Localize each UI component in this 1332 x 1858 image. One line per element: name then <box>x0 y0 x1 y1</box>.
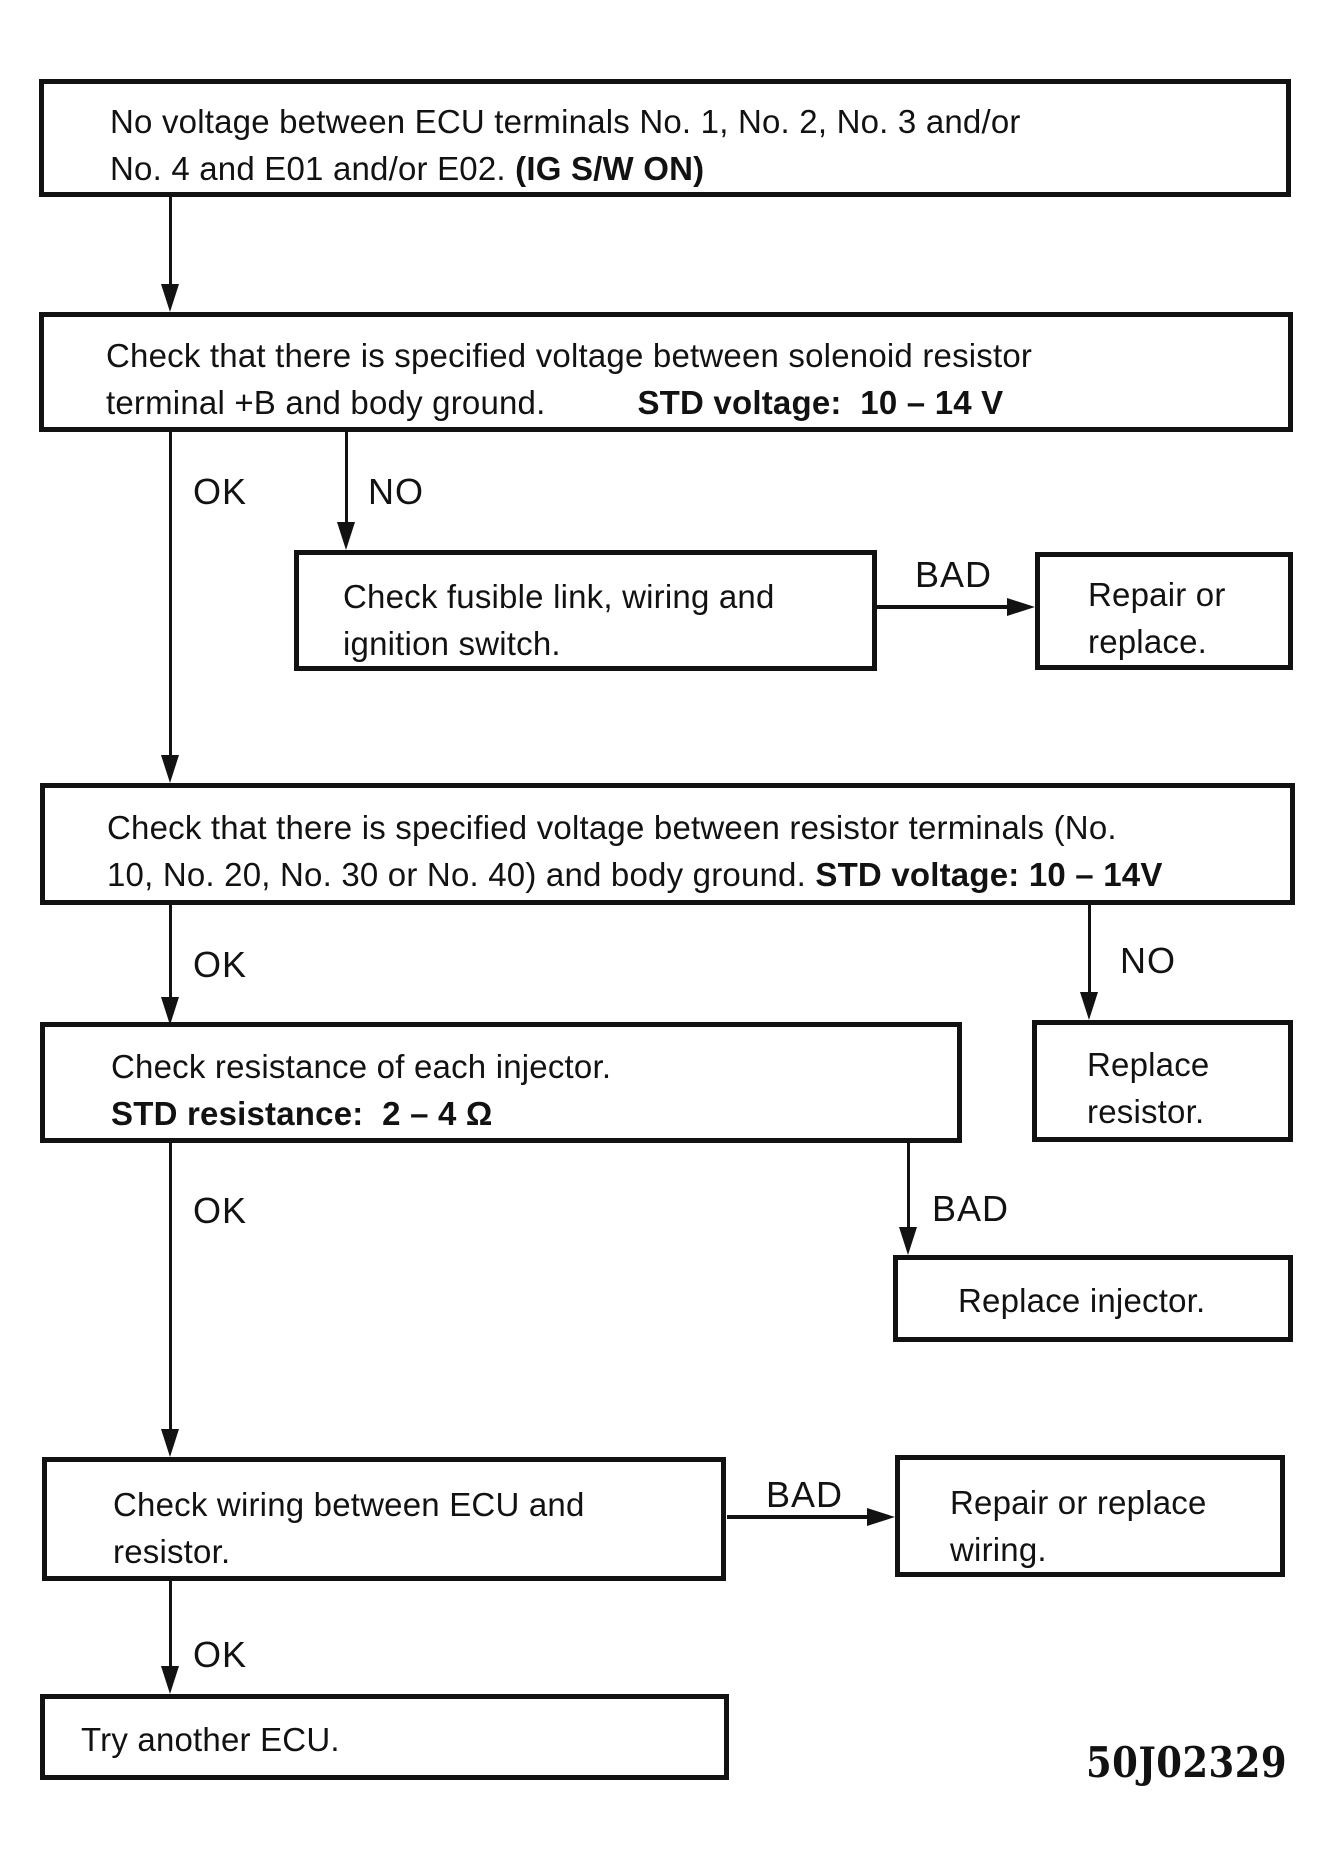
arrowhead-fusible-repair <box>1007 598 1035 616</box>
std-resistance-spec: STD resistance: 2 – 4 Ω <box>111 1095 493 1132</box>
box-text-line: Replace <box>1087 1046 1210 1083</box>
box-text-line: 10, No. 20, No. 30 or No. 40) and body g… <box>107 851 1276 898</box>
box-text-line: No voltage between ECU terminals No. 1, … <box>110 103 1021 140</box>
box-text-line: Check fusible link, wiring and <box>343 578 775 615</box>
box-text-bold-segment: (IG S/W ON) <box>515 150 705 187</box>
arrowhead-wiring-repair <box>867 1508 895 1526</box>
arrowhead-b-c <box>161 755 179 783</box>
connector-c-injector-ok <box>169 905 172 999</box>
branch-label-bad-1: BAD <box>915 554 993 595</box>
branch-label-ok-3: OK <box>193 1190 248 1231</box>
arrowhead-g-ecu <box>161 1666 179 1694</box>
box-text-line: Check that there is specified voltage be… <box>107 809 1117 846</box>
box-text-line: terminal +B and body ground. STD voltage:… <box>106 379 1268 426</box>
flow-box-replace-injector: Replace injector. <box>893 1255 1293 1342</box>
branch-label-bad-2: BAD <box>932 1188 1010 1229</box>
box-text-line: Check that there is specified voltage be… <box>106 337 1033 374</box>
arrowhead-a-b <box>161 284 179 312</box>
std-voltage-spec: STD voltage: 10 – 14V <box>815 856 1163 893</box>
box-text-segment: No. 4 and E01 and/or E02. <box>110 150 516 187</box>
box-text-line: Check resistance of each injector. <box>111 1048 612 1085</box>
connector-b-c-ok <box>169 432 172 757</box>
connector-c-resistor-no <box>1088 905 1091 994</box>
branch-label-no-2: NO <box>1120 940 1176 981</box>
box-text-line: No. 4 and E01 and/or E02. (IG S/W ON) <box>110 145 1262 192</box>
flow-box-repair-wiring: Repair or replace wiring. <box>895 1455 1285 1577</box>
connector-wiring-repair-bad <box>727 1515 869 1519</box>
box-text-line: wiring. <box>950 1531 1047 1568</box>
arrowhead-c-injector <box>161 997 179 1025</box>
connector-b-fusible-no <box>345 432 348 524</box>
connector-a-b <box>169 197 172 287</box>
box-text-line: Replace injector. <box>958 1282 1206 1319</box>
flow-box-try-another-ecu: Try another ECU. <box>40 1694 729 1780</box>
arrowhead-e-wiring <box>161 1429 179 1457</box>
connector-e-injector-bad <box>907 1143 910 1229</box>
box-text-line: Repair or <box>1088 576 1226 613</box>
arrowhead-c-resistor <box>1080 992 1098 1020</box>
arrowhead-e-replace-injector <box>899 1227 917 1255</box>
box-text-line: Try another ECU. <box>81 1721 340 1758</box>
box-text-line: Repair or replace <box>950 1484 1207 1521</box>
box-text-line: replace. <box>1088 623 1208 660</box>
flow-box-check-fusible-link: Check fusible link, wiring and ignition … <box>294 550 877 671</box>
std-voltage-spec: STD voltage: 10 – 14 V <box>637 384 1004 421</box>
connector-g-ecu-ok <box>169 1581 172 1668</box>
flow-box-replace-resistor: Replace resistor. <box>1032 1020 1293 1142</box>
flow-box-check-injector-resistance: Check resistance of each injector. STD r… <box>40 1022 962 1143</box>
flow-box-check-resistor-terminals: Check that there is specified voltage be… <box>40 783 1295 905</box>
box-text-segment: terminal +B and body ground. <box>106 384 546 421</box>
box-text-line: resistor. <box>113 1533 231 1570</box>
box-text-line: ignition switch. <box>343 625 561 662</box>
box-text-segment: 10, No. 20, No. 30 or No. 40) and body g… <box>107 856 816 893</box>
flow-box-repair-or-replace: Repair or replace. <box>1035 552 1293 670</box>
box-text-line: resistor. <box>1087 1093 1205 1130</box>
branch-label-ok-2: OK <box>193 944 248 985</box>
branch-label-ok-1: OK <box>193 471 248 512</box>
figure-code: 50J02329 <box>1086 1738 1288 1787</box>
connector-e-wiring-ok <box>169 1143 172 1431</box>
arrowhead-b-fusible <box>337 522 355 550</box>
branch-label-bad-3: BAD <box>766 1474 844 1515</box>
branch-label-no-1: NO <box>368 471 424 512</box>
connector-fusible-repair-bad <box>877 605 1009 609</box>
branch-label-ok-4: OK <box>193 1634 248 1675</box>
flow-box-no-voltage: No voltage between ECU terminals No. 1, … <box>39 79 1291 197</box>
box-text-line: Check wiring between ECU and <box>113 1486 585 1523</box>
flow-box-check-wiring: Check wiring between ECU and resistor. <box>42 1457 726 1581</box>
flow-box-check-solenoid-voltage: Check that there is specified voltage be… <box>39 312 1293 432</box>
